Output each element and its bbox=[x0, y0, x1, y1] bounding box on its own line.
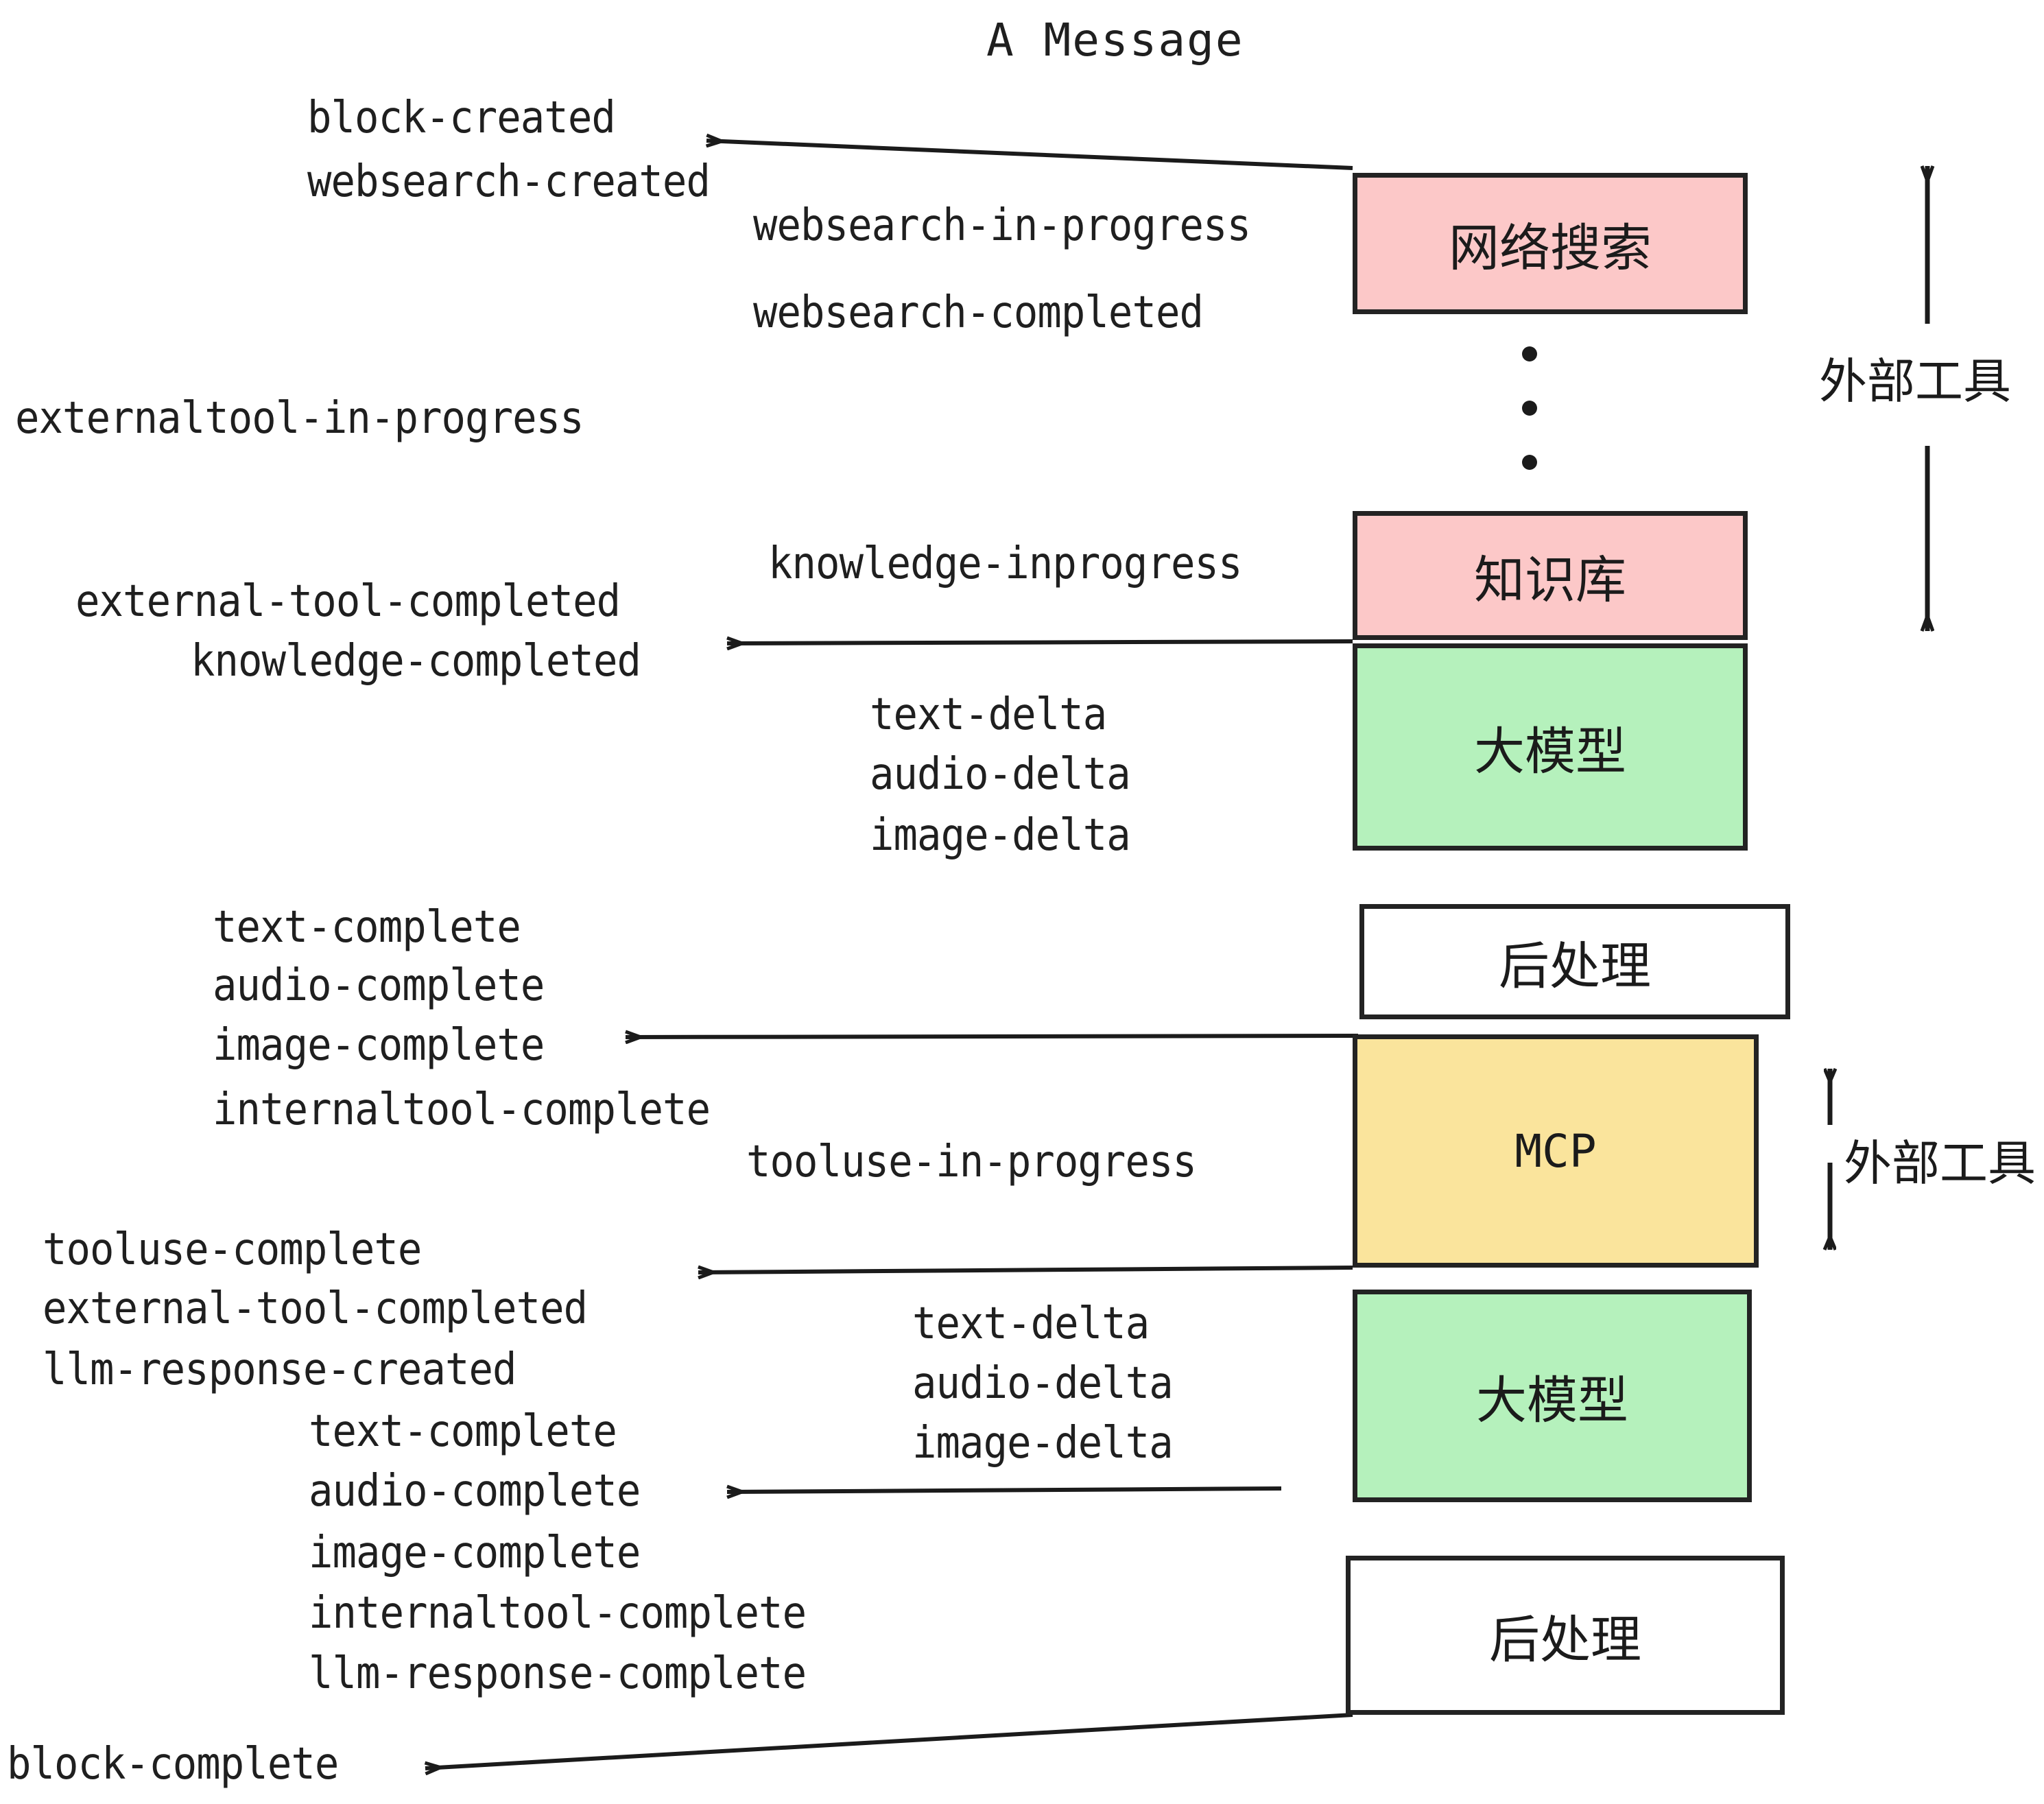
node-postprocess-1[interactable]: 后处理 bbox=[1359, 904, 1790, 1019]
side-label-external-tools-1: 外部工具 bbox=[1819, 353, 2011, 410]
event-label-text-delta-2: text-delta bbox=[912, 1298, 1150, 1349]
event-label-audio-delta-2: audio-delta bbox=[912, 1358, 1174, 1409]
node-knowledge-base[interactable]: 知识库 bbox=[1353, 511, 1748, 640]
arrow-postprocess2-to-blockcomplete bbox=[425, 1713, 1353, 1768]
event-label-knowledge-inprogress: knowledge-inprogress bbox=[768, 538, 1242, 589]
node-web-search[interactable]: 网络搜索 bbox=[1353, 173, 1748, 314]
arrow-mcp-to-toolusecomplete bbox=[698, 1268, 1353, 1272]
arrow-websearch-to-blockcreated bbox=[706, 141, 1353, 170]
event-label-external-tool-completed-1: external-tool-completed bbox=[75, 576, 621, 627]
page-title: A Message bbox=[986, 14, 1244, 67]
event-label-block-created: block-created bbox=[307, 93, 616, 143]
event-label-tooluse-in-progress: tooluse-in-progress bbox=[746, 1137, 1197, 1187]
node-llm-1[interactable]: 大模型 bbox=[1353, 643, 1748, 851]
node-web-search-label: 网络搜索 bbox=[1449, 218, 1652, 278]
event-label-image-complete-1: image-complete bbox=[213, 1020, 545, 1071]
event-label-audio-complete-1: audio-complete bbox=[213, 960, 545, 1011]
node-postprocess-2-label: 后处理 bbox=[1489, 1610, 1641, 1670]
event-label-llm-response-created: llm-response-created bbox=[43, 1344, 516, 1395]
event-label-block-complete: block-complete bbox=[7, 1739, 339, 1790]
arrow-llm2-to-audiocomplete bbox=[727, 1488, 1282, 1492]
event-label-external-tool-completed-2: external-tool-completed bbox=[43, 1283, 588, 1334]
node-llm-2-label: 大模型 bbox=[1476, 1370, 1628, 1430]
event-label-image-delta-1: image-delta bbox=[870, 810, 1131, 861]
ellipsis-dot bbox=[1522, 401, 1537, 416]
event-label-audio-delta-1: audio-delta bbox=[870, 749, 1131, 800]
node-mcp-label: MCP bbox=[1514, 1124, 1597, 1178]
event-label-tooluse-complete: tooluse-complete bbox=[43, 1224, 422, 1275]
event-label-externaltool-in-progress: externaltool-in-progress bbox=[15, 393, 584, 444]
event-label-websearch-in-progress: websearch-in-progress bbox=[753, 200, 1251, 251]
node-knowledge-base-label: 知识库 bbox=[1474, 550, 1626, 610]
ellipsis-dot bbox=[1522, 346, 1537, 361]
event-label-image-delta-2: image-delta bbox=[912, 1418, 1174, 1469]
event-label-text-complete-1: text-complete bbox=[213, 902, 521, 953]
node-llm-1-label: 大模型 bbox=[1474, 722, 1626, 781]
arrow-postprocess1-to-imagecomplete bbox=[626, 1036, 1359, 1037]
node-llm-2[interactable]: 大模型 bbox=[1353, 1290, 1752, 1502]
event-label-llm-response-complete: llm-response-complete bbox=[309, 1648, 807, 1699]
event-label-internaltool-complete-1: internaltool-complete bbox=[213, 1084, 711, 1135]
node-postprocess-1-label: 后处理 bbox=[1499, 936, 1651, 996]
side-label-external-tools-2: 外部工具 bbox=[1844, 1135, 2036, 1191]
event-label-websearch-created: websearch-created bbox=[307, 156, 711, 207]
node-postprocess-2[interactable]: 后处理 bbox=[1346, 1556, 1785, 1715]
event-label-text-delta-1: text-delta bbox=[870, 689, 1107, 740]
event-label-audio-complete-2: audio-complete bbox=[309, 1466, 641, 1517]
arrow-knowledge-to-completed bbox=[727, 641, 1353, 643]
event-label-internaltool-complete-2: internaltool-complete bbox=[309, 1588, 807, 1639]
event-label-websearch-completed: websearch-completed bbox=[753, 287, 1204, 338]
node-mcp[interactable]: MCP bbox=[1353, 1034, 1759, 1268]
ellipsis-dot bbox=[1522, 455, 1537, 470]
event-label-image-complete-2: image-complete bbox=[309, 1528, 641, 1578]
event-label-text-complete-2: text-complete bbox=[309, 1406, 617, 1457]
event-label-knowledge-completed: knowledge-completed bbox=[191, 636, 641, 687]
ellipsis-vertical bbox=[1521, 346, 1538, 470]
